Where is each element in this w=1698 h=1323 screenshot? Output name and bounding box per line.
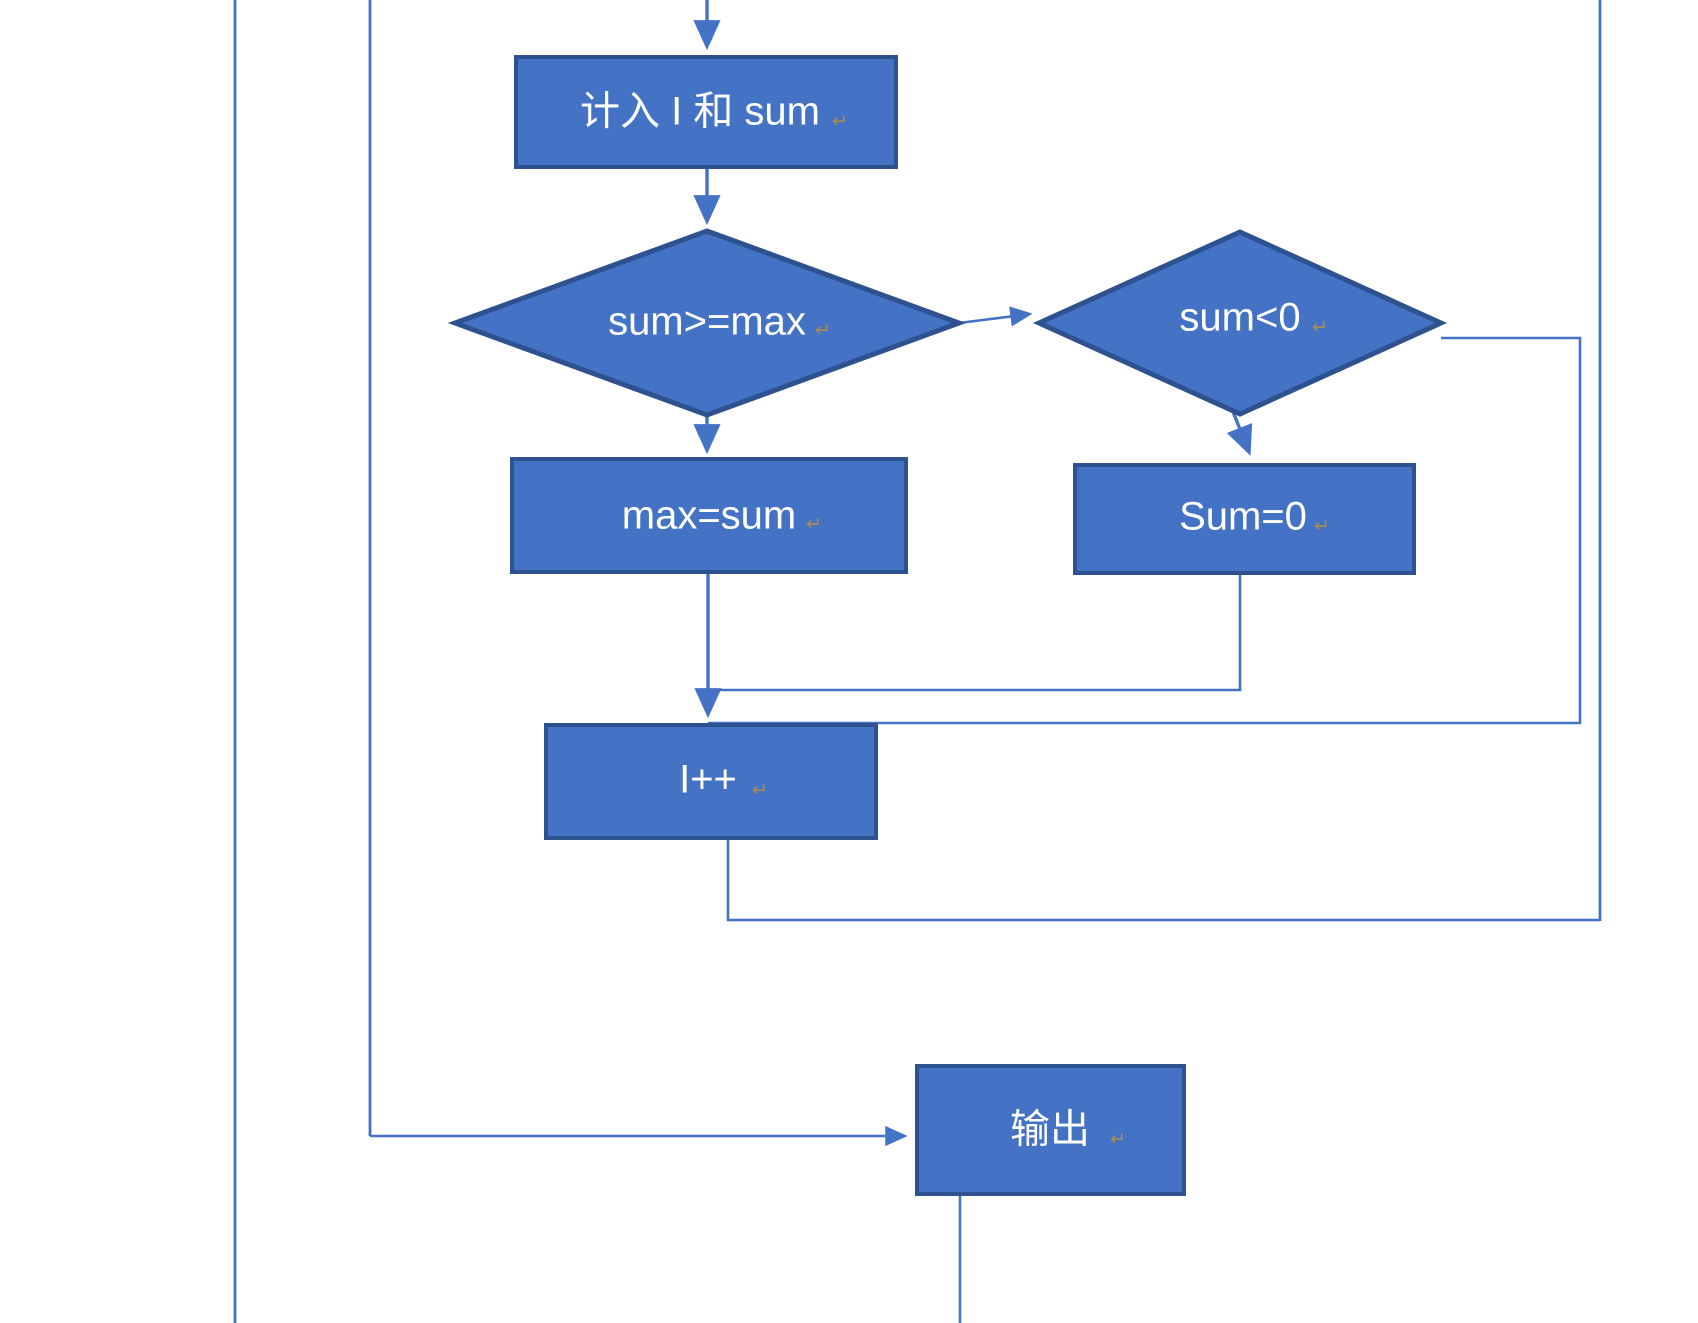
output-label: 输出	[1010, 1108, 1090, 1152]
edge-cond-max-to-cond-neg	[958, 306, 1033, 327]
init-box[interactable]	[514, 55, 898, 169]
edge-cond-neg-bypass	[708, 336, 1582, 725]
increment-label: I++	[679, 758, 737, 802]
node-cond-neg[interactable]: sum<0 ↵	[1032, 229, 1448, 417]
node-cond-max[interactable]: sum>=max ↵	[447, 228, 967, 418]
assign-max-label: max=sum	[622, 494, 797, 538]
node-init[interactable]: 计入 I 和 sum ↵	[514, 55, 898, 169]
node-reset-sum[interactable]: Sum=0 ↵	[1073, 463, 1416, 575]
assign-max-pilcrow: ↵	[806, 514, 822, 535]
cond-neg-diamond[interactable]	[1032, 229, 1448, 417]
cond-max-label: sum>=max	[608, 300, 806, 344]
assign-max-box[interactable]	[510, 457, 908, 574]
increment-pilcrow: ↵	[752, 780, 768, 801]
connector-layer	[370, 0, 1600, 1323]
init-label: 计入 I 和 sum	[580, 90, 820, 134]
output-pilcrow: ↵	[1110, 1129, 1126, 1150]
reset-sum-label: Sum=0	[1179, 495, 1307, 539]
edge-increment-loopback	[726, 838, 1600, 922]
cond-neg-label: sum<0	[1179, 296, 1300, 340]
node-assign-max[interactable]: max=sum ↵	[510, 457, 908, 574]
edge-reset-sum-merge	[708, 573, 1242, 692]
increment-box[interactable]	[544, 723, 878, 840]
node-output[interactable]: 输出 ↵	[915, 1064, 1186, 1196]
page-frame-rules	[233, 0, 1602, 1323]
cond-max-diamond[interactable]	[447, 228, 967, 418]
reset-sum-pilcrow: ↵	[1314, 516, 1330, 537]
cond-max-pilcrow: ↵	[815, 320, 831, 341]
reset-sum-box[interactable]	[1073, 463, 1416, 575]
init-pilcrow: ↵	[832, 111, 848, 132]
cond-neg-pilcrow: ↵	[1312, 317, 1328, 338]
node-increment[interactable]: I++ ↵	[544, 723, 878, 840]
output-box[interactable]	[915, 1064, 1186, 1196]
